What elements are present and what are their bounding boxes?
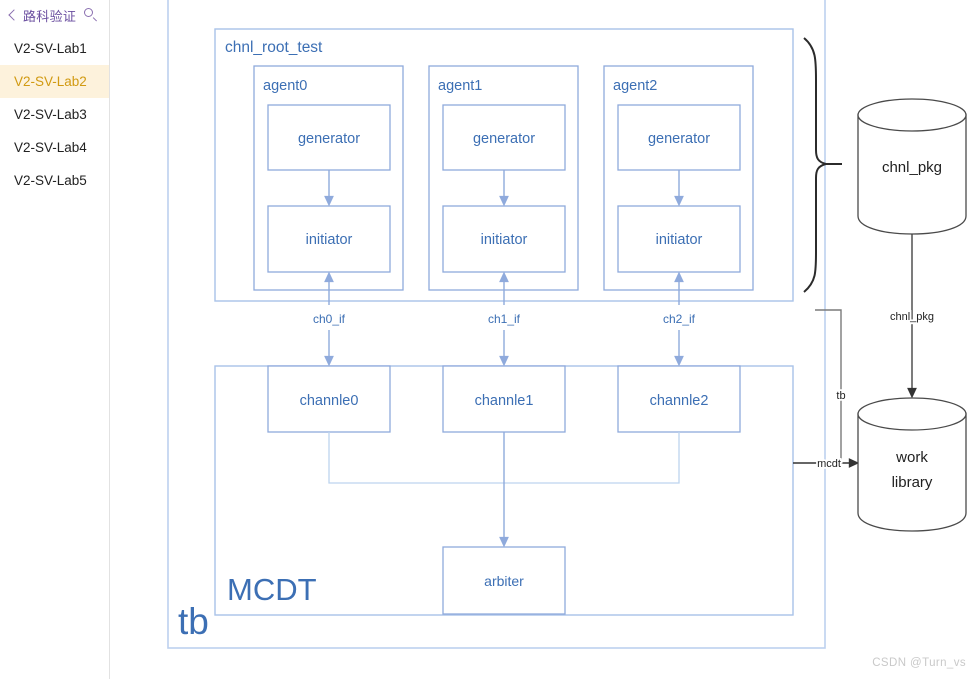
agent0-generator-label: generator	[298, 131, 360, 147]
diagram-canvas: chnl_root_test agent0 generator initiato…	[110, 0, 976, 679]
channle1-label: channle1	[475, 393, 534, 409]
agent0-initiator-label: initiator	[306, 232, 353, 248]
ch1-if-label: ch1_if	[488, 312, 521, 326]
agent2-initiator-box	[617, 205, 741, 273]
agent0-initiator-box	[267, 205, 391, 273]
agent0-generator-box	[267, 104, 391, 171]
channle0-label: channle0	[300, 393, 359, 409]
channle0-bus-line	[328, 432, 504, 484]
channle2-box	[617, 365, 741, 433]
sidebar-item-lab4[interactable]: V2-SV-Lab4	[14, 140, 87, 155]
search-icon[interactable]	[83, 7, 99, 23]
tb-edge-label: tb	[836, 390, 845, 402]
work-library-cylinder	[857, 397, 967, 532]
arbiter-label: arbiter	[484, 573, 524, 589]
agent2-generator-label: generator	[648, 131, 710, 147]
ch2-if-label: ch2_if	[663, 312, 696, 326]
agent2-generator-box	[617, 104, 741, 171]
channle1-box	[442, 365, 566, 433]
sidebar-header: 路科验证	[0, 0, 109, 30]
agent1-initiator-label: initiator	[481, 232, 528, 248]
chnl-pkg-cylinder-label: chnl_pkg	[882, 159, 942, 176]
sidebar-item-lab1[interactable]: V2-SV-Lab1	[14, 41, 87, 56]
agent1-generator-box	[442, 104, 566, 171]
agent2-initiator-label: initiator	[656, 232, 703, 248]
agent0-label: agent0	[263, 78, 307, 94]
sidebar-item-lab2[interactable]: V2-SV-Lab2	[0, 65, 109, 98]
agent2-label: agent2	[613, 78, 657, 94]
arbiter-box	[442, 546, 566, 615]
work-library-cylinder-label-line1: work	[895, 449, 928, 466]
agent1-generator-label: generator	[473, 131, 535, 147]
sidebar-title: 路科验证	[23, 8, 77, 24]
channle2-bus-line	[504, 432, 680, 484]
sidebar-item-lab3[interactable]: V2-SV-Lab3	[14, 107, 87, 122]
work-library-cylinder-label-line2: library	[892, 474, 933, 491]
ch0-if-label: ch0_if	[313, 312, 346, 326]
tb-connector-line	[815, 309, 842, 463]
chnl-pkg-cylinder	[857, 98, 967, 235]
mcdt-label: MCDT	[227, 572, 317, 607]
chnl-root-test-label: chnl_root_test	[225, 39, 323, 56]
watermark: CSDN @Turn_vs	[872, 657, 966, 669]
sidebar-item-lab5[interactable]: V2-SV-Lab5	[14, 173, 87, 188]
root-curly-brace	[803, 37, 827, 293]
tb-container	[167, 0, 826, 649]
channle2-label: channle2	[650, 393, 709, 409]
chnl-pkg-edge-label: chnl_pkg	[890, 311, 934, 323]
back-chevron-icon[interactable]	[7, 8, 17, 22]
agent1-label: agent1	[438, 78, 482, 94]
sidebar-list: V2-SV-Lab1 V2-SV-Lab2 V2-SV-Lab3 V2-SV-L…	[0, 32, 109, 197]
sidebar: 路科验证 V2-SV-Lab1 V2-SV-Lab2 V2-SV-Lab3 V2…	[0, 0, 110, 679]
tb-label: tb	[178, 601, 209, 642]
mcdt-edge-label: mcdt	[817, 458, 841, 470]
